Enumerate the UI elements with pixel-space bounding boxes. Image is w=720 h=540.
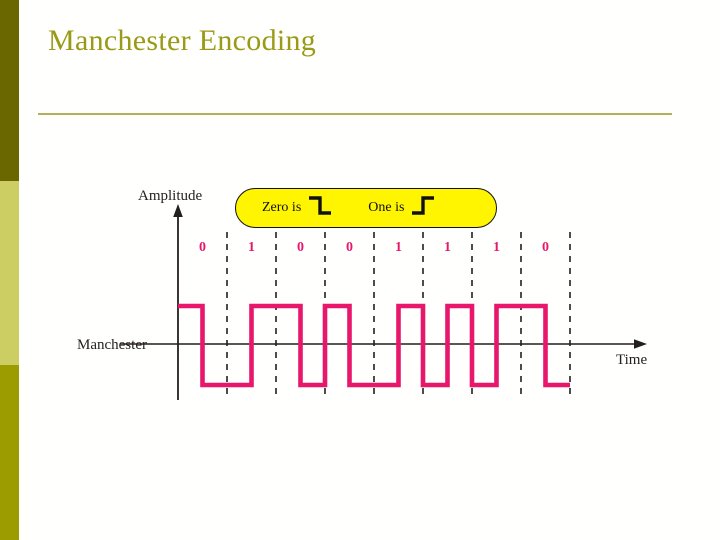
bit-label: 1	[493, 240, 500, 255]
bit-label: 0	[297, 240, 304, 255]
high-to-low-transition-icon	[308, 194, 332, 223]
encoding-legend-callout: Zero is One is	[235, 188, 497, 228]
legend-entry-zero: Zero is	[262, 194, 332, 223]
x-axis-label: Time	[616, 352, 648, 368]
legend-label-zero: Zero is	[262, 200, 302, 215]
bit-label: 1	[444, 240, 451, 255]
bit-label: 0	[199, 240, 206, 255]
sidebar-band-middle	[0, 181, 19, 365]
bit-label: 1	[248, 240, 255, 255]
legend-entry-one: One is	[368, 194, 435, 223]
bit-label: 1	[395, 240, 402, 255]
sidebar-band-top	[0, 0, 19, 181]
legend-label-one: One is	[368, 200, 405, 215]
page-title: Manchester Encoding	[48, 24, 317, 57]
y-axis-label: Amplitude	[138, 188, 203, 204]
title-divider	[38, 113, 672, 115]
bit-label: 0	[542, 240, 549, 255]
low-to-high-transition-icon	[411, 194, 435, 223]
signal-name-label: Manchester	[77, 337, 147, 353]
bit-label: 0	[346, 240, 353, 255]
sidebar-band-bottom	[0, 365, 19, 540]
